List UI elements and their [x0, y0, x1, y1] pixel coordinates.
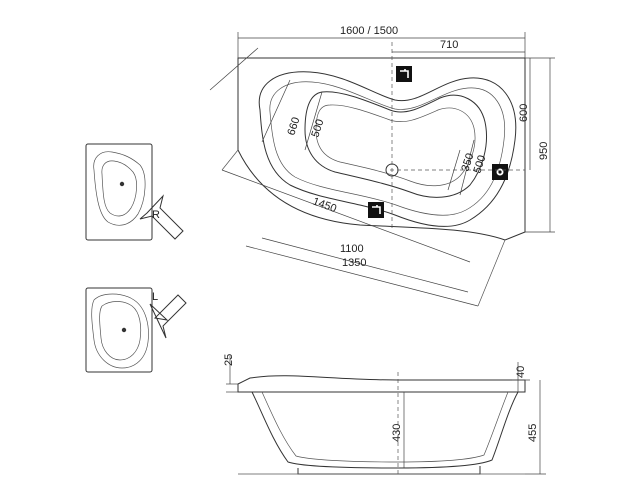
tub-feet: [297, 466, 481, 475]
dim-1100: 1100: [340, 243, 364, 255]
dim-500-b: 500: [471, 154, 488, 175]
orientation-left: L: [85, 287, 187, 373]
dim-430: 430: [391, 424, 403, 442]
rim-top: [237, 375, 526, 393]
dim-width: 1600 / 1500: [340, 25, 398, 37]
dim-40: 40: [515, 366, 527, 378]
basin-outline-inner: [269, 81, 506, 216]
orientation-right: R: [85, 143, 184, 241]
mini-tub-left: [85, 287, 153, 373]
dim-710: 710: [440, 39, 458, 51]
tub-inner-side: [261, 391, 509, 463]
side-view: 25 40 430 455: [223, 354, 546, 476]
top-view: 1600 / 1500 710 600 950 660 500 350 500 …: [209, 25, 555, 307]
faucet-icon: [368, 202, 384, 218]
control-icon: [492, 164, 508, 180]
dim-1350: 1350: [342, 257, 366, 269]
tub-outline: [237, 57, 526, 241]
arrow-left-orientation: [149, 294, 187, 339]
dim-600: 600: [518, 104, 530, 122]
faucet-icon: [396, 66, 412, 82]
dim-455: 455: [527, 424, 539, 442]
inner-tub-bottom: [315, 104, 476, 187]
tub-body-side: [251, 391, 519, 469]
arrow-right-orientation: [139, 194, 184, 240]
inner-tub: [304, 91, 488, 198]
orientation-left-label: L: [152, 291, 158, 303]
dim-660: 660: [285, 116, 302, 137]
dim-25: 25: [223, 354, 235, 366]
dim-1450: 1450: [311, 196, 338, 216]
dim-500: 500: [309, 118, 326, 139]
mini-tub-right: [85, 143, 153, 241]
basin-outline: [258, 71, 517, 227]
dim-350: 350: [459, 152, 476, 173]
dim-950: 950: [538, 142, 550, 160]
orientation-right-label: R: [152, 209, 160, 221]
